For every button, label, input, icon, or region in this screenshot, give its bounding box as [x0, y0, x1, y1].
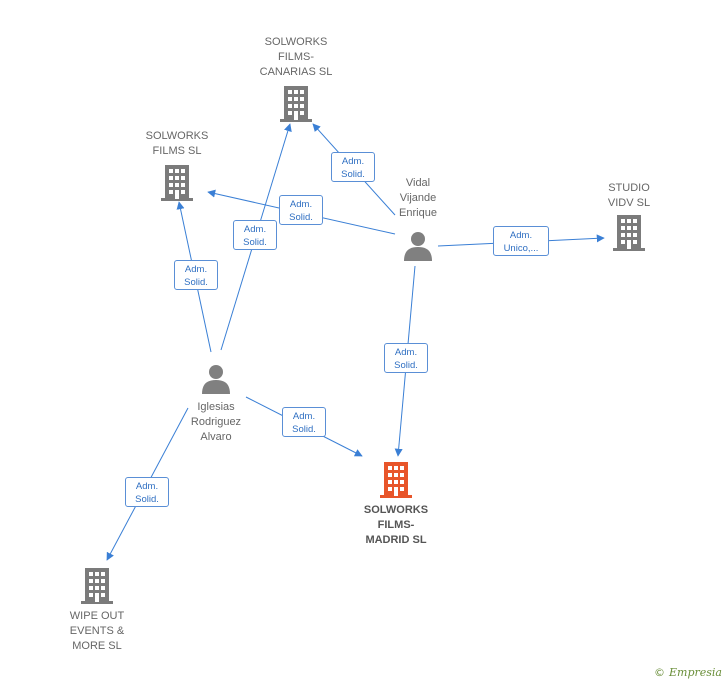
- person-icon: [202, 365, 230, 394]
- building-icon: [380, 462, 412, 498]
- node-label: SOLWORKS FILMS SL: [145, 130, 209, 157]
- node-label: Vidal Vijande Enrique: [399, 177, 437, 219]
- copyright-icon: ©: [654, 666, 665, 679]
- building-icon: [280, 86, 312, 122]
- node-solworks-films-madrid[interactable]: SOLWORKS FILMS- MADRID SL: [346, 462, 446, 548]
- role-badge-vidal-studio[interactable]: Adm. Unico,...: [493, 226, 549, 256]
- node-label: STUDIO VIDV SL: [607, 182, 651, 209]
- node-label: Iglesias Rodriguez Alvaro: [190, 401, 242, 443]
- building-icon: [613, 215, 645, 251]
- node-label: SOLWORKS FILMS- CANARIAS SL: [259, 36, 333, 78]
- node-solworks-films-canarias[interactable]: SOLWORKS FILMS- CANARIAS SL: [246, 35, 346, 122]
- role-badge-iglesias-canarias[interactable]: Adm. Solid.: [233, 220, 277, 250]
- node-iglesias-rodriguez-alvaro[interactable]: Iglesias Rodriguez Alvaro: [176, 364, 256, 445]
- building-icon: [81, 568, 113, 604]
- person-icon: [404, 232, 432, 261]
- role-badge-iglesias-wipeout[interactable]: Adm. Solid.: [125, 477, 169, 507]
- node-solworks-films[interactable]: SOLWORKS FILMS SL: [127, 129, 227, 201]
- brand-text: Empresia: [669, 666, 722, 679]
- role-badge-iglesias-madrid[interactable]: Adm. Solid.: [282, 407, 326, 437]
- role-badge-vidal-canarias[interactable]: Adm. Solid.: [331, 152, 375, 182]
- node-wipe-out-events[interactable]: WIPE OUT EVENTS & MORE SL: [47, 568, 147, 654]
- role-badge-vidal-madrid[interactable]: Adm. Solid.: [384, 343, 428, 373]
- node-vidal-vijande-enrique[interactable]: Vidal Vijande Enrique: [378, 176, 458, 261]
- empresia-logo: © Empresia: [654, 666, 722, 679]
- node-label: WIPE OUT EVENTS & MORE SL: [69, 610, 125, 652]
- role-badge-iglesias-films[interactable]: Adm. Solid.: [174, 260, 218, 290]
- building-icon: [161, 165, 193, 201]
- node-studio-vidv[interactable]: STUDIO VIDV SL: [584, 181, 674, 251]
- role-badge-vidal-films[interactable]: Adm. Solid.: [279, 195, 323, 225]
- node-label: SOLWORKS FILMS- MADRID SL: [363, 504, 429, 546]
